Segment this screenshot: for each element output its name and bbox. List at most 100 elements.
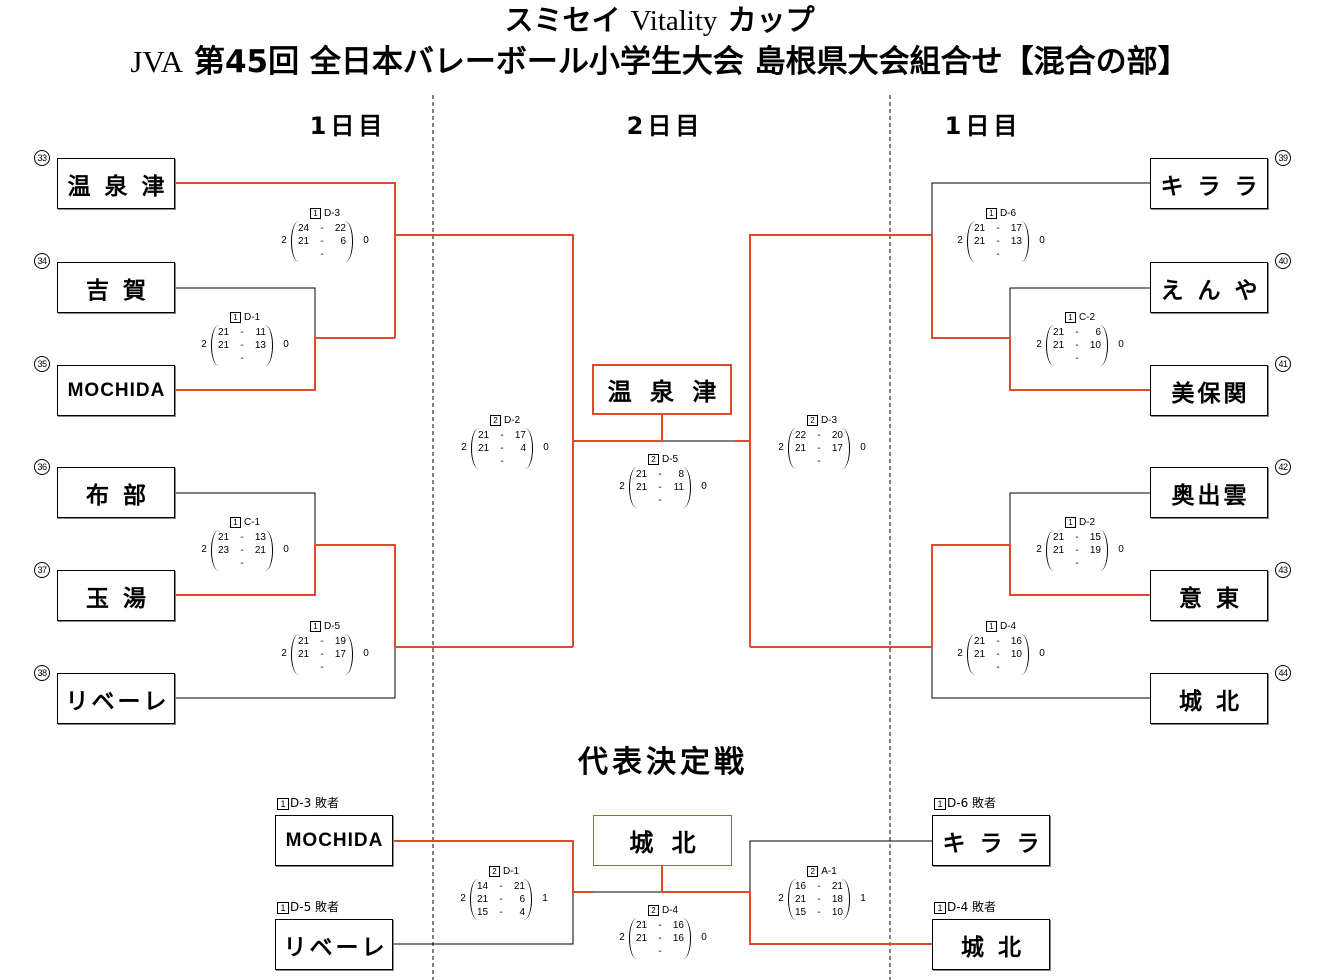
set-score-right: 8: [678, 469, 684, 480]
set-row: -: [789, 455, 849, 468]
set-score-left: [292, 248, 314, 261]
playoff-team-box: MOCHIDA: [275, 815, 393, 866]
set-score-left: 21: [218, 327, 230, 338]
set-separator: -: [240, 532, 244, 543]
title-event: 第45回 全日本バレーボール小学生大会 島根県大会組合せ【混合の部】: [193, 44, 1189, 80]
sets-won-left: 2: [281, 648, 287, 659]
set-row: 21-17: [472, 429, 532, 442]
team-number-badge: 42: [1275, 459, 1291, 475]
set-score-left: 21: [1053, 532, 1065, 543]
sets-won-left: 2: [201, 544, 207, 555]
match-code: A-1: [821, 866, 837, 877]
team-box-37: 玉 湯: [57, 570, 175, 621]
set-score-left: 21: [298, 236, 310, 247]
team-number-badge: 39: [1275, 150, 1291, 166]
set-separator: -: [1075, 327, 1079, 338]
set-row: -: [212, 557, 272, 570]
set-score-right: 17: [831, 443, 843, 454]
champion-box: 温 泉 津: [592, 364, 732, 415]
team-number-badge: 38: [34, 665, 50, 681]
set-score-right: 13: [1010, 236, 1022, 247]
set-score-right: 6: [519, 894, 525, 905]
round-number: 2: [806, 414, 818, 426]
playoff-title: 代表決定戦: [578, 745, 748, 780]
set-score-right: [330, 248, 352, 261]
team-box-40: え ん や: [1150, 262, 1268, 313]
sets-won-left: 2: [957, 235, 963, 246]
set-score-right: 21: [513, 881, 525, 892]
set-row: 21-8: [630, 468, 690, 481]
sets-won-right: 0: [701, 481, 707, 492]
sets-won-left: 2: [461, 442, 467, 453]
set-row: 24-22: [292, 222, 352, 235]
sets-won-right: 0: [283, 339, 289, 350]
match-code: D-6: [999, 208, 1017, 219]
team-box-43: 意 東: [1150, 570, 1268, 621]
set-separator: -: [658, 933, 662, 944]
set-score-right: [1006, 248, 1028, 261]
set-score-left: 21: [218, 340, 230, 351]
set-score-right: 20: [831, 430, 843, 441]
set-score-right: 16: [672, 933, 684, 944]
bracket-line-advancing: [175, 182, 396, 338]
set-score-left: 23: [218, 545, 230, 556]
set-score-left: [968, 248, 990, 261]
set-score-right: 10: [1010, 649, 1022, 660]
set-row: -: [968, 248, 1028, 261]
set-separator: -: [240, 340, 244, 351]
set-separator: -: [500, 443, 504, 454]
set-row: -: [1047, 352, 1107, 365]
match-code: D-5: [661, 454, 679, 465]
set-separator: -: [996, 236, 1000, 247]
sets-won-right: 1: [860, 893, 866, 904]
round-number: 2: [488, 865, 500, 877]
set-score-right: 18: [831, 894, 843, 905]
bracket-line-eliminated: [1009, 492, 1150, 545]
round-number: 2: [647, 453, 659, 465]
set-score-left: 21: [218, 532, 230, 543]
set-row: 21-6: [1047, 326, 1107, 339]
sets-won-right: 0: [1118, 339, 1124, 350]
team-box-41: 美保関: [1150, 365, 1268, 416]
set-score-left: 21: [478, 443, 490, 454]
set-row: -: [630, 494, 690, 507]
set-row: 21-13: [968, 235, 1028, 248]
title-org: JVA: [130, 44, 184, 79]
set-score-right: [510, 455, 532, 468]
set-separator: -: [658, 495, 662, 506]
team-number-badge: 37: [34, 562, 50, 578]
team-box-35: MOCHIDA: [57, 365, 175, 416]
round-number: 2: [489, 414, 501, 426]
team-number-badge: 41: [1275, 356, 1291, 372]
match-code: D-2: [1078, 517, 1096, 528]
set-score-right: 10: [831, 907, 843, 918]
set-score-right: 4: [520, 443, 526, 454]
advancing-lines: [175, 182, 1150, 945]
set-row: 14-21: [471, 880, 531, 893]
set-score-right: 16: [1010, 636, 1022, 647]
match-code: C-2: [1078, 312, 1096, 323]
set-separator: -: [320, 223, 324, 234]
set-separator: -: [817, 443, 821, 454]
round-number: 2: [647, 904, 659, 916]
set-score-right: 10: [1089, 340, 1101, 351]
set-score-left: [472, 455, 494, 468]
bracket-line-advancing: [175, 337, 395, 391]
